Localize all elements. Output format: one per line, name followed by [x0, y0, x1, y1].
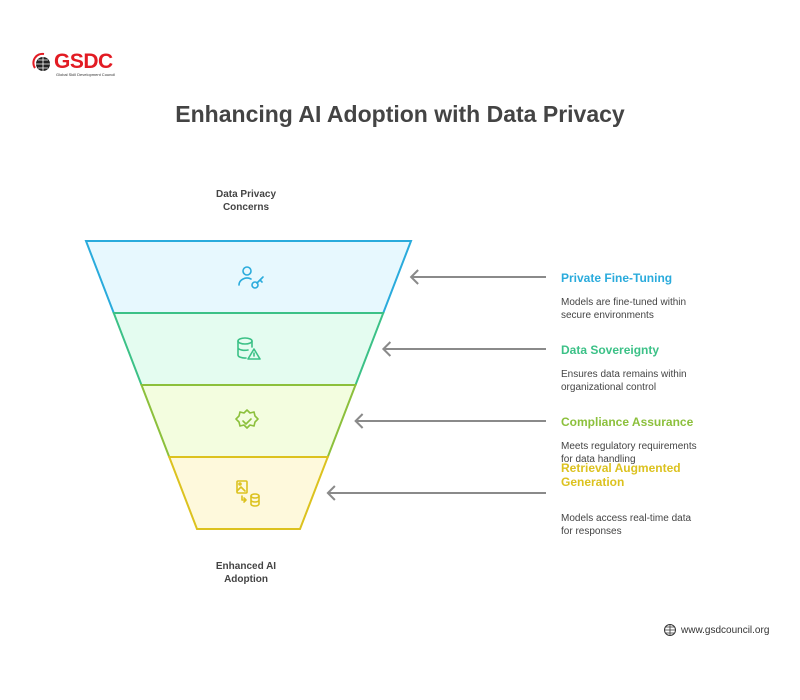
stage-description: Models are fine-tuned within secure envir…	[561, 296, 721, 322]
desc-line: Meets regulatory requirements	[561, 441, 697, 452]
desc-line: secure environments	[561, 310, 654, 321]
stage-label: Private Fine-Tuning	[561, 271, 673, 285]
user-key-icon	[238, 266, 264, 289]
caption-line: Adoption	[224, 574, 268, 585]
arrow-left-icon	[326, 485, 546, 501]
desc-line: Ensures data remains within	[561, 369, 687, 380]
stage-label: Compliance Assurance	[561, 415, 694, 429]
stage-label: Data Sovereignty	[561, 343, 660, 357]
caption-line: Data Privacy	[215, 189, 277, 200]
funnel-stage	[84, 240, 546, 314]
stage-description: Ensures data remains within organizationa…	[561, 368, 721, 394]
logo-subtitle: Global Skill Development Council	[56, 72, 116, 77]
badge-check-icon	[235, 409, 259, 429]
funnel-stage	[140, 384, 546, 458]
caption-line: Enhanced AI	[215, 561, 277, 572]
funnel-band	[84, 240, 413, 314]
globe-icon	[32, 52, 50, 71]
arrow-left-icon	[354, 413, 546, 429]
stage-description: Meets regulatory requirements for data ha…	[561, 440, 721, 466]
stage-label: Retrieval Augmented Generation	[561, 461, 681, 489]
funnel-band	[112, 312, 385, 386]
database-warning-icon	[237, 337, 261, 360]
desc-line: Models are fine-tuned within	[561, 297, 687, 308]
logo-text: GSDC	[54, 50, 113, 73]
globe-icon	[664, 624, 676, 636]
arrow-left-icon	[409, 269, 546, 285]
arrow-left-icon	[381, 341, 546, 357]
gsdc-logo: GSDC Global Skill Development Council	[32, 50, 132, 80]
page-title: Enhancing AI Adoption with Data Privacy	[175, 101, 625, 127]
website-link[interactable]: www.gsdcouncil.org	[681, 624, 770, 636]
desc-line: for data handling	[561, 454, 636, 465]
website-footer: www.gsdcouncil.org	[663, 623, 769, 637]
caption-line: Concerns	[222, 202, 270, 213]
top-caption: Data Privacy Concerns	[186, 188, 306, 214]
funnel-band	[167, 456, 330, 530]
funnel-stage	[167, 456, 546, 530]
stage-description: Models access real-time data for response…	[561, 512, 721, 538]
bottom-caption: Enhanced AI Adoption	[186, 560, 306, 586]
funnel-stage	[112, 312, 546, 386]
desc-line: organizational control	[561, 382, 657, 393]
desc-line: for responses	[561, 526, 622, 537]
image-database-icon	[236, 480, 260, 507]
desc-line: Models access real-time data	[561, 513, 692, 524]
